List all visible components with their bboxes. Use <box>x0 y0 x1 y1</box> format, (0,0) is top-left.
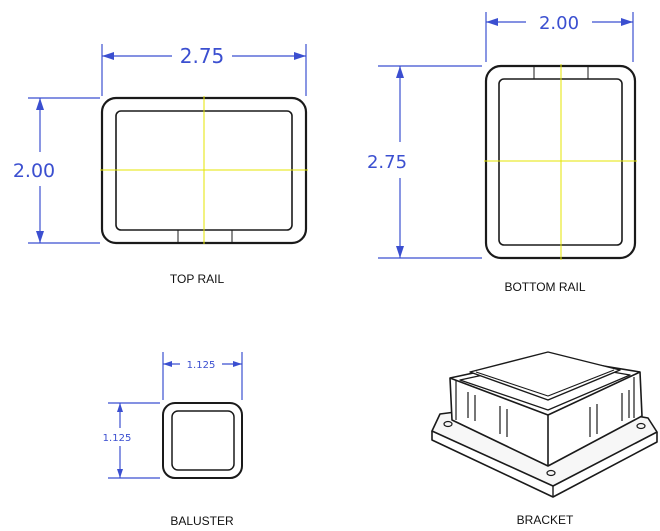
top-rail-drawing: 2.75 2.00 <box>13 44 308 245</box>
top-rail-label: TOP RAIL <box>170 272 225 286</box>
baluster-height-arrow-bottom <box>117 469 123 478</box>
baluster-width-arrow-left <box>163 361 172 367</box>
bottom-rail-drawing: 2.00 2.75 <box>367 12 637 260</box>
baluster-height-dimension: 1.125 <box>103 433 132 444</box>
top-rail-height-arrow-top <box>36 98 44 110</box>
baluster-height-arrow-top <box>117 403 123 412</box>
bracket-drawing <box>431 351 658 498</box>
top-rail-width-dimension: 2.75 <box>180 44 225 68</box>
bottom-rail-height-arrow-top <box>396 66 404 78</box>
bottom-rail-height-dimension: 2.75 <box>367 152 407 173</box>
bottom-rail-width-arrow-right <box>621 18 633 26</box>
bracket-screw-hole <box>443 420 453 428</box>
bottom-rail-height-arrow-bottom <box>396 246 404 258</box>
bracket-screw-hole <box>546 469 556 477</box>
bottom-rail-width-dimension: 2.00 <box>539 13 579 34</box>
bracket-inner-rim <box>469 351 621 401</box>
bracket-screw-hole <box>636 422 646 430</box>
baluster-inner-outline <box>171 410 235 471</box>
baluster-drawing: 1.125 1.125 <box>103 352 243 479</box>
baluster-label: BALUSTER <box>170 514 234 528</box>
bottom-rail-width-arrow-left <box>486 18 498 26</box>
baluster-outer-outline <box>162 402 243 479</box>
bottom-rail-label: BOTTOM RAIL <box>504 280 585 294</box>
top-rail-height-dimension: 2.00 <box>13 160 55 182</box>
top-rail-width-arrow-right <box>294 52 306 60</box>
bracket-inner-rim-edge <box>475 369 615 397</box>
top-rail-height-arrow-bottom <box>36 231 44 243</box>
top-rail-width-arrow-left <box>102 52 114 60</box>
baluster-width-arrow-right <box>233 361 242 367</box>
baluster-width-dimension: 1.125 <box>187 360 216 371</box>
bracket-label: BRACKET <box>517 513 574 527</box>
